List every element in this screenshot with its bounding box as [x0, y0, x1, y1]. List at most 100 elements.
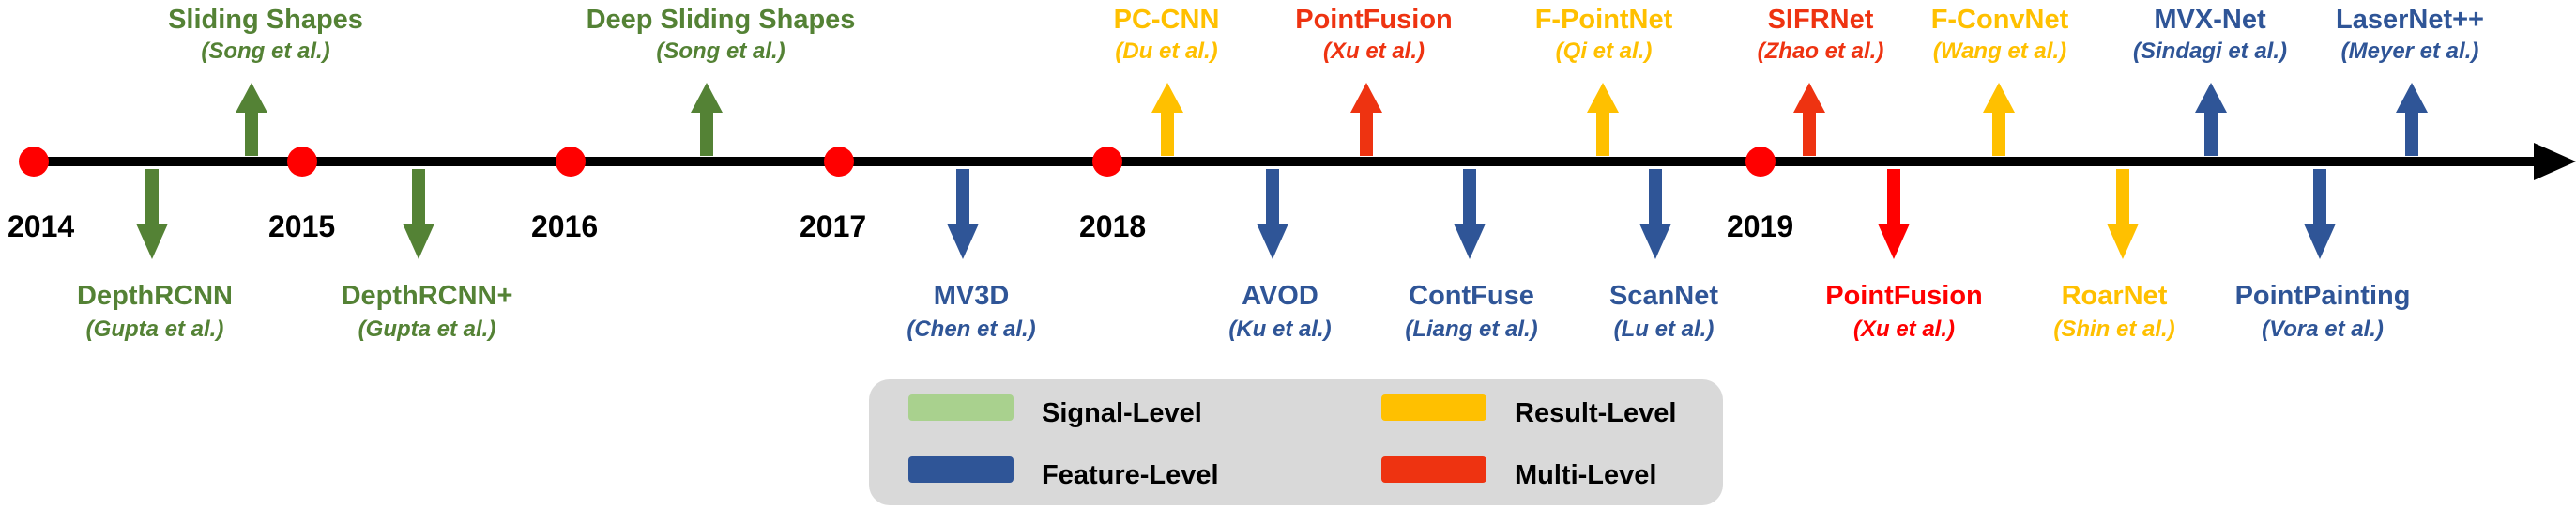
legend-label: Multi-Level	[1515, 460, 1656, 490]
method-author: (Zhao et al.)	[1758, 39, 1884, 64]
method-entry: PC-CNN(Du et al.)	[1114, 5, 1219, 156]
legend-item: Signal-Level	[908, 394, 1202, 428]
year-dot	[1092, 147, 1122, 177]
year-label: 2014	[8, 209, 74, 243]
arrow-up-icon-shaft	[2405, 109, 2418, 156]
year-label: 2017	[800, 209, 866, 243]
arrow-down-icon	[2304, 224, 2336, 259]
arrow-up-icon-shaft	[1596, 109, 1609, 156]
legend-swatch	[908, 394, 1014, 421]
method-entry: Sliding Shapes (Song et al.)	[168, 5, 363, 156]
arrow-up-icon-shaft	[1161, 109, 1174, 156]
method-name: Sliding Shapes	[168, 5, 363, 35]
method-name: PointPainting	[2235, 281, 2411, 311]
arrow-down-icon-shaft	[2313, 169, 2326, 227]
method-entry: SIFRNet (Zhao et al.)	[1758, 5, 1884, 156]
arrow-up-icon-shaft	[1803, 109, 1816, 156]
method-author: (Gupta et al.)	[358, 317, 496, 342]
arrow-up-icon	[691, 83, 723, 113]
method-entry: ScanNet (Lu et al.)	[1609, 169, 1718, 342]
method-name: SIFRNet	[1768, 5, 1874, 35]
arrow-down-icon-shaft	[1887, 169, 1900, 227]
method-entry: F-PointNet(Qi et al.)	[1535, 5, 1673, 156]
method-entry: PointFusion(Xu et al.)	[1825, 169, 1983, 342]
legend-label: Signal-Level	[1042, 398, 1202, 428]
arrow-up-icon-shaft	[245, 109, 258, 156]
arrow-down-icon-shaft	[1463, 169, 1476, 227]
timeline-axis	[26, 143, 2576, 180]
arrow-down-icon	[1257, 224, 1288, 259]
arrow-down-icon-shaft	[412, 169, 425, 227]
method-author: (Meyer et al.)	[2341, 39, 2479, 64]
method-name: AVOD	[1242, 281, 1318, 311]
arrow-down-icon	[1639, 224, 1671, 259]
year-label: 2019	[1727, 209, 1793, 243]
arrow-up-icon	[2195, 83, 2227, 113]
arrow-down-icon	[403, 224, 434, 259]
arrow-up-icon	[2396, 83, 2428, 113]
method-name: Deep Sliding Shapes	[587, 5, 856, 35]
method-author: (Chen et al.)	[907, 317, 1035, 342]
method-entries: Sliding Shapes (Song et al.) DepthRCNN (Gup…	[77, 5, 2484, 342]
method-name: F-ConvNet	[1931, 5, 2069, 35]
method-entry: PointPainting (Vora et al.)	[2235, 169, 2411, 342]
method-name: MVX-Net	[2154, 5, 2266, 35]
legend-item: Result-Level	[1381, 394, 1676, 428]
method-entry: ContFuse (Liang et al.)	[1405, 169, 1538, 342]
method-name: PointFusion	[1295, 5, 1453, 35]
legend-swatch	[908, 456, 1014, 483]
method-author: (Xu et al.)	[1323, 39, 1425, 64]
method-name: MV3D	[934, 281, 1010, 311]
method-name: ContFuse	[1409, 281, 1534, 311]
arrow-up-icon-shaft	[1992, 109, 2005, 156]
method-entry: MVX-Net (Sindagi et al.)	[2133, 5, 2287, 156]
year-dot	[287, 147, 317, 177]
arrow-down-icon	[1454, 224, 1486, 259]
arrow-down-icon-shaft	[1266, 169, 1279, 227]
arrow-up-icon	[1587, 83, 1619, 113]
year-dot	[19, 147, 49, 177]
method-name: LaserNet++	[2336, 5, 2484, 35]
arrow-down-icon	[2107, 224, 2139, 259]
method-author: (Song et al.)	[201, 39, 329, 64]
method-author: (Vora et al.)	[2262, 317, 2384, 342]
arrow-down-icon	[136, 224, 168, 259]
method-author: (Sindagi et al.)	[2133, 39, 2287, 64]
year-dot	[824, 147, 854, 177]
method-name: ScanNet	[1609, 281, 1718, 311]
method-entry: LaserNet++ (Meyer et al.)	[2336, 5, 2484, 156]
method-author: (Liang et al.)	[1405, 317, 1537, 342]
arrow-up-icon-shaft	[700, 109, 713, 156]
method-author: (Wang et al.)	[1933, 39, 2066, 64]
arrow-up-icon	[236, 83, 267, 113]
method-name: DepthRCNN+	[342, 281, 513, 311]
legend-item: Multi-Level	[1381, 456, 1656, 490]
arrow-up-icon	[1793, 83, 1825, 113]
method-author: (Ku et al.)	[1228, 317, 1331, 342]
method-author: (Shin et al.)	[2053, 317, 2174, 342]
legend-label: Result-Level	[1515, 398, 1676, 428]
method-entry: DepthRCNN+ (Gupta et al.)	[342, 169, 513, 342]
method-author: (Gupta et al.)	[86, 317, 224, 342]
legend-item: Feature-Level	[908, 456, 1219, 490]
method-author: (Lu et al.)	[1614, 317, 1715, 342]
method-name: DepthRCNN	[77, 281, 233, 311]
arrow-up-icon-shaft	[2204, 109, 2218, 156]
arrow-down-icon-shaft	[2116, 169, 2129, 227]
arrow-up-icon-shaft	[1360, 109, 1373, 156]
legend-box	[869, 379, 1723, 505]
arrow-up-icon	[1983, 83, 2015, 113]
method-author: (Du et al.)	[1115, 39, 1217, 64]
method-entry: MV3D (Chen et al.)	[907, 169, 1036, 342]
legend-swatch	[1381, 456, 1486, 483]
legend-label: Feature-Level	[1042, 460, 1219, 490]
arrow-down-icon-shaft	[956, 169, 969, 227]
method-entry: DepthRCNN (Gupta et al.)	[77, 169, 233, 342]
method-entry: RoarNet(Shin et al.)	[2053, 169, 2175, 342]
timeline-arrowhead	[2534, 143, 2576, 180]
method-entry: F-ConvNet (Wang et al.)	[1931, 5, 2069, 156]
arrow-up-icon	[1350, 83, 1382, 113]
year-label: 2016	[531, 209, 598, 243]
